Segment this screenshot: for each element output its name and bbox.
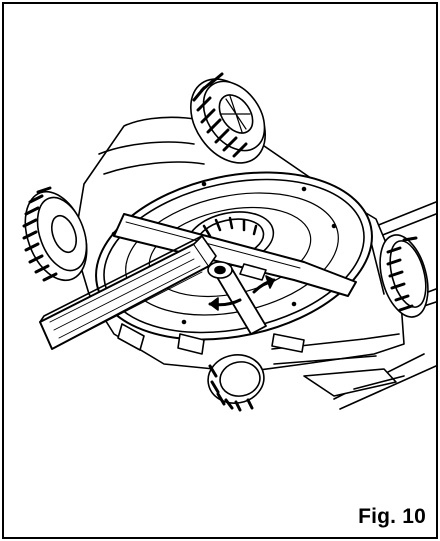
rear-bracket	[117, 323, 305, 355]
wheel-bottom	[207, 354, 265, 412]
wooden-block	[39, 235, 217, 350]
wheel-right	[379, 234, 429, 318]
wheel-top	[190, 72, 266, 164]
mower-blade	[113, 213, 357, 297]
rotation-arrows	[208, 275, 276, 311]
figure-label: Fig. 10	[358, 505, 426, 528]
wheel-left	[22, 186, 88, 282]
mower-underside-illustration	[22, 72, 436, 412]
